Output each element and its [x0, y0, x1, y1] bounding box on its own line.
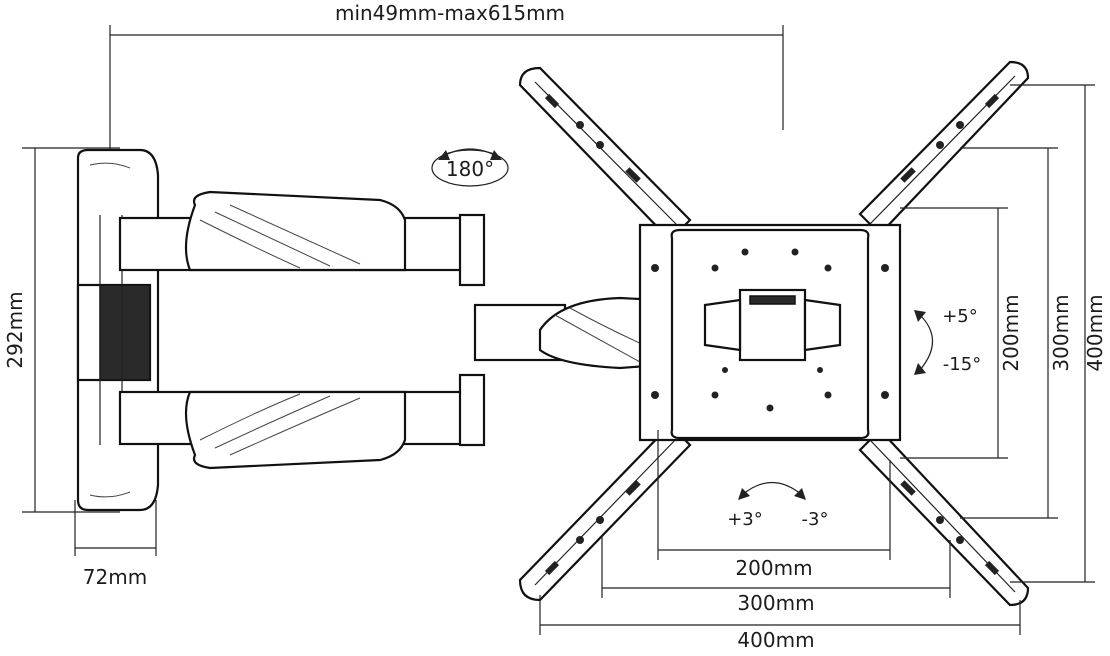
tv-bracket	[518, 60, 1030, 607]
depth-label: 72mm	[83, 565, 147, 589]
rotation-label: 180°	[446, 157, 494, 181]
bracket-arm-bottom-left	[518, 423, 692, 602]
middle-arm	[473, 296, 662, 370]
horizontal-dimensions: 200mm 300mm 400mm	[539, 430, 1021, 652]
height-dimension: 292mm	[3, 147, 120, 513]
arm-slots	[544, 93, 1000, 576]
v400-label: 400mm	[1083, 294, 1107, 371]
swivel-left-label: +3°	[727, 509, 763, 530]
vertical-dimensions: 200mm 300mm 400mm	[900, 84, 1107, 583]
wall-plate	[76, 148, 160, 512]
lower-arm	[118, 373, 486, 470]
tilt-up-label: +5°	[942, 306, 978, 327]
tilt-symbol: +5° -15°	[914, 306, 981, 375]
h400-label: 400mm	[737, 628, 814, 652]
swivel-symbol: +3° -3°	[727, 482, 829, 530]
tilt-down-label: -15°	[943, 354, 981, 375]
h200-label: 200mm	[735, 556, 812, 580]
rotation-symbol: 180°	[431, 148, 509, 187]
extension-label: min49mm-max615mm	[335, 1, 565, 25]
depth-dimension: 72mm	[74, 500, 157, 589]
height-label: 292mm	[3, 291, 27, 368]
swivel-right-label: -3°	[802, 509, 829, 530]
v200-label: 200mm	[999, 294, 1023, 371]
h300-label: 300mm	[737, 591, 814, 615]
upper-arm	[118, 190, 486, 287]
plate-holes	[651, 248, 889, 412]
extension-dimension: min49mm-max615mm	[109, 1, 784, 150]
v300-label: 300mm	[1049, 294, 1073, 371]
bracket-arm-top-left	[518, 66, 692, 242]
